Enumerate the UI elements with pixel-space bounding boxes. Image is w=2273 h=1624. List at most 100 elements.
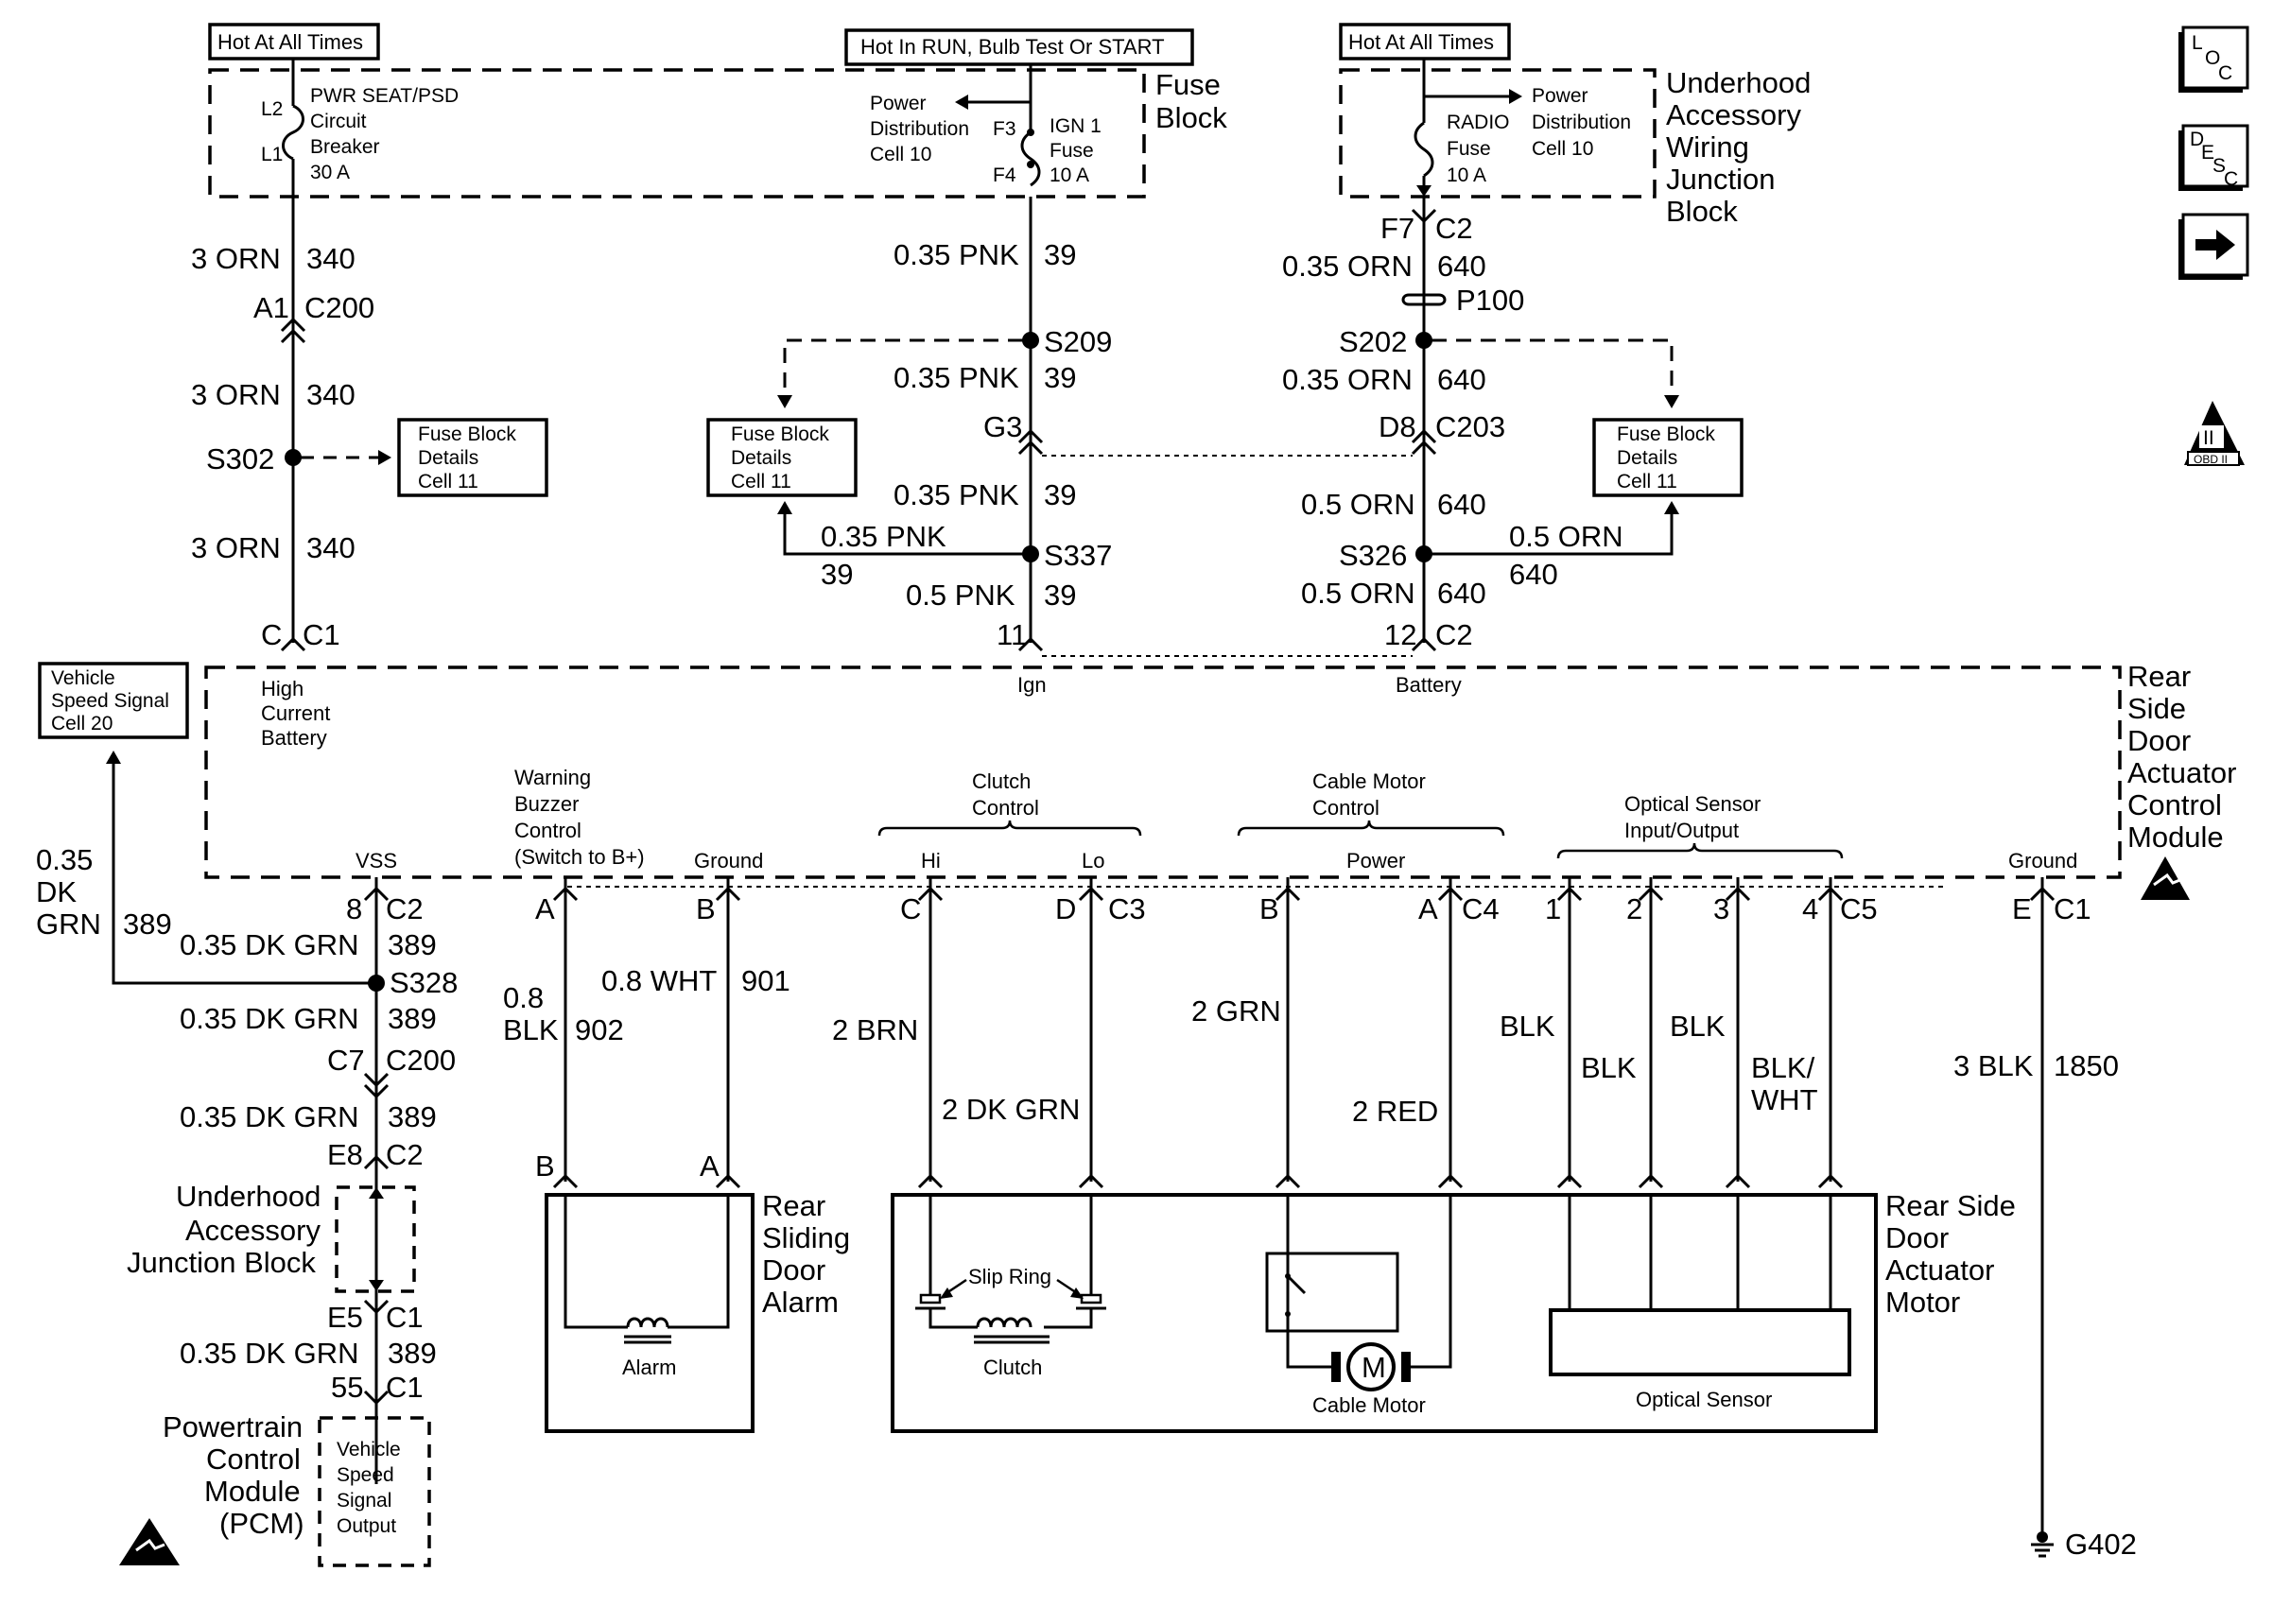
svg-text:A: A [700,1149,720,1183]
svg-text:0.35: 0.35 [36,843,93,876]
svg-text:Details: Details [1617,447,1677,469]
svg-text:Control: Control [514,819,581,842]
fuse-details-right[interactable]: Fuse Block Details Cell 11 [1592,418,1744,497]
svg-text:Fuse: Fuse [1050,140,1094,162]
svg-text:(PCM): (PCM) [219,1507,304,1540]
svg-text:B: B [1259,892,1279,925]
desc-icon[interactable]: D E S C [2178,124,2249,191]
svg-text:Fuse Block: Fuse Block [418,423,516,445]
svg-text:F4: F4 [993,164,1016,186]
svg-text:E8: E8 [327,1138,363,1171]
svg-text:BLK/: BLK/ [1751,1051,1815,1084]
svg-text:Power: Power [1346,849,1405,872]
svg-text:S: S [2212,155,2226,177]
svg-text:Cable Motor: Cable Motor [1312,1393,1426,1417]
svg-text:Block: Block [1155,101,1227,134]
svg-text:C: C [2224,168,2238,190]
bottom-wires: A B 0.8 BLK 902 0.8 WHT 901 B A C D C3 2… [503,877,2119,1533]
svg-text:BLK: BLK [1670,1010,1726,1043]
underhood-accessory-block-top: Underhood Accessory Wiring Junction Bloc… [1339,66,1811,228]
svg-text:55: 55 [331,1371,363,1404]
svg-text:11: 11 [997,618,1027,651]
svg-text:Hot In RUN, Bulb Test Or START: Hot In RUN, Bulb Test Or START [860,35,1165,59]
svg-text:640: 640 [1437,250,1486,283]
svg-text:C: C [900,892,921,925]
rear-sliding-door-alarm: Alarm Rear Sliding Door Alarm [545,1189,850,1433]
svg-text:Fuse: Fuse [1447,138,1491,160]
svg-text:(Switch to B+): (Switch to B+) [514,845,645,869]
svg-text:A1: A1 [253,291,289,324]
svg-text:Control: Control [206,1443,301,1476]
svg-text:C: C [2218,62,2232,84]
svg-text:Door: Door [2127,724,2191,757]
svg-text:39: 39 [1044,579,1076,612]
svg-text:0.35 PNK: 0.35 PNK [894,238,1019,271]
svg-text:Actuator: Actuator [2127,756,2236,789]
svg-text:3 ORN: 3 ORN [191,242,281,275]
svg-text:3 ORN: 3 ORN [191,531,281,564]
svg-text:E: E [2012,892,2032,925]
svg-text:39: 39 [1044,478,1076,511]
svg-text:Actuator: Actuator [1885,1253,1994,1287]
svg-text:High: High [261,677,304,700]
fuse-details-left[interactable]: Fuse Block Details Cell 11 [397,418,548,497]
svg-text:Warning: Warning [514,766,591,789]
svg-text:2 DK GRN: 2 DK GRN [942,1093,1080,1126]
svg-text:10 A: 10 A [1050,164,1089,186]
svg-text:Rear: Rear [762,1189,825,1222]
svg-text:340: 340 [306,531,356,564]
svg-text:C5: C5 [1840,892,1878,925]
svg-text:M: M [1362,1351,1386,1384]
svg-text:389: 389 [388,1337,437,1370]
circuit-pnk-39: 0.35 PNK 39 S209 0.35 PNK 39 G3 0.35 PNK… [777,197,1112,652]
svg-text:640: 640 [1437,363,1486,396]
svg-text:Clutch: Clutch [972,769,1031,793]
svg-text:O: O [2205,47,2220,69]
svg-text:Details: Details [418,447,478,469]
svg-text:C1: C1 [386,1371,424,1404]
svg-text:3 ORN: 3 ORN [191,378,281,411]
svg-text:Distribution: Distribution [870,118,969,140]
svg-text:30 A: 30 A [310,162,350,183]
fuse-details-mid[interactable]: Fuse Block Details Cell 11 [706,418,858,497]
svg-text:C200: C200 [304,291,374,324]
svg-text:39: 39 [1044,238,1076,271]
svg-text:C7: C7 [327,1044,365,1077]
svg-text:C203: C203 [1435,410,1505,443]
svg-text:D8: D8 [1379,410,1416,443]
svg-text:Cell 11: Cell 11 [1617,471,1677,492]
svg-text:Accessory: Accessory [185,1214,321,1247]
svg-text:Side: Side [2127,692,2186,725]
svg-text:Buzzer: Buzzer [514,792,579,816]
svg-text:39: 39 [821,558,853,591]
svg-text:0.5 ORN: 0.5 ORN [1301,577,1415,610]
svg-text:0.35 PNK: 0.35 PNK [821,520,946,553]
ground-g402: G402 [2031,1528,2137,1561]
svg-text:640: 640 [1437,488,1486,521]
svg-text:389: 389 [388,1002,437,1035]
svg-text:389: 389 [388,1100,437,1133]
svg-text:0.35 PNK: 0.35 PNK [894,361,1019,394]
svg-text:B: B [535,1149,555,1183]
svg-text:Control: Control [972,796,1039,820]
svg-text:Current: Current [261,701,330,725]
next-arrow-icon[interactable] [2178,213,2249,280]
loc-icon[interactable]: L O C [2178,26,2249,93]
svg-text:Sliding: Sliding [762,1221,850,1254]
svg-text:Distribution: Distribution [1532,112,1631,133]
esd-warning-icon-module [2141,856,2190,900]
vss-cell-box[interactable]: Vehicle Speed Signal Cell 20 [38,662,189,739]
svg-text:Cell 11: Cell 11 [418,471,478,492]
svg-text:Junction: Junction [1666,163,1775,196]
svg-text:S302: S302 [206,442,274,475]
svg-text:C2: C2 [1435,618,1473,651]
svg-text:S328: S328 [390,966,458,999]
svg-text:Hi: Hi [921,849,941,872]
svg-text:Control: Control [2127,788,2222,821]
svg-text:Details: Details [731,447,791,469]
svg-text:4: 4 [1802,892,1818,925]
obd-ii-icon[interactable]: II OBD II [2184,401,2245,466]
svg-text:Junction Block: Junction Block [127,1246,316,1279]
svg-text:Module: Module [204,1475,301,1508]
